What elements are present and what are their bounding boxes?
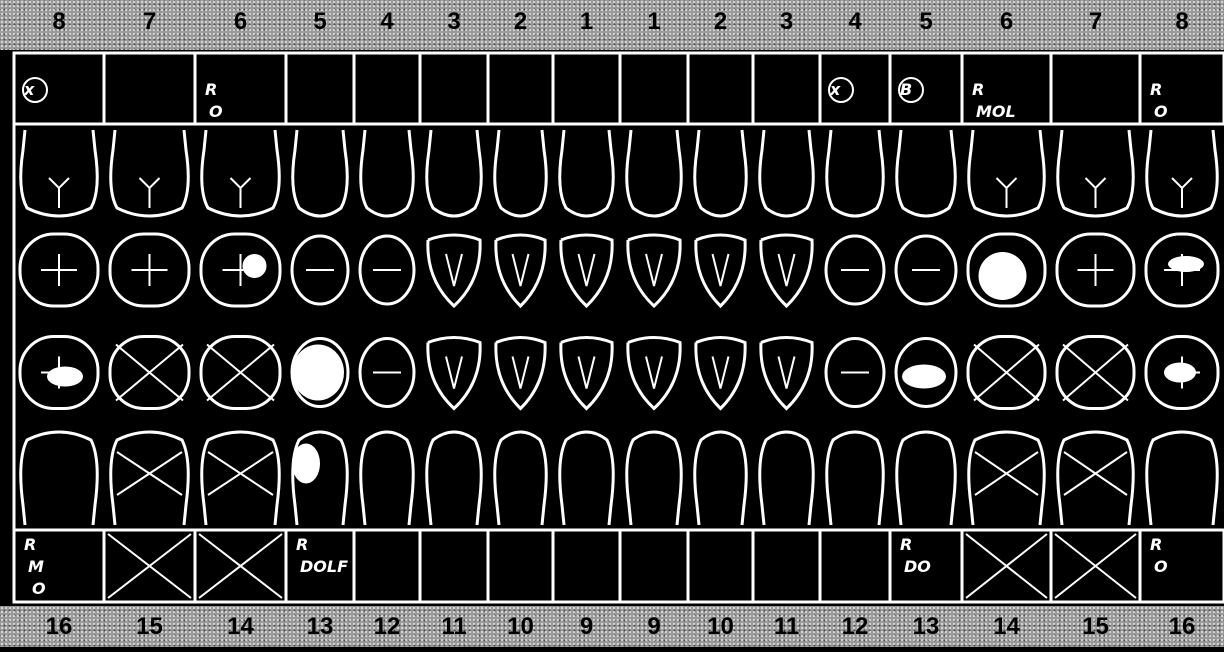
tooth-groove: [779, 254, 795, 286]
chart-note: R: [1150, 536, 1162, 554]
chart-note: DO: [904, 558, 931, 576]
tooth-outline: [627, 432, 682, 525]
tooth-outline: [427, 130, 482, 216]
tooth-groove: [579, 254, 595, 286]
tooth-groove: [231, 178, 251, 208]
tooth-outline: [428, 338, 480, 409]
tooth-outline: [696, 235, 745, 306]
chart-note: B: [900, 81, 912, 99]
tooth-outline: [496, 235, 545, 306]
tooth-outline: [293, 130, 348, 216]
chart-note: O: [32, 580, 46, 598]
extraction-cross: [974, 345, 1039, 401]
tooth-groove: [49, 178, 69, 208]
filling-mark: [243, 254, 267, 278]
chart-note: R: [1150, 81, 1162, 99]
tooth-groove: [132, 254, 168, 286]
tooth-outline: [628, 338, 680, 409]
tooth-groove: [1086, 178, 1106, 208]
tooth-outline: [427, 432, 482, 525]
tooth-groove: [713, 357, 729, 389]
chart-note: M: [28, 558, 44, 576]
tooth-outline: [969, 432, 1045, 525]
tooth-outline: [495, 432, 547, 525]
tooth-outline: [897, 432, 956, 525]
tooth-outline: [202, 432, 280, 525]
tooth-outline: [761, 338, 812, 409]
filling-mark: [1168, 256, 1204, 272]
tooth-outline: [695, 432, 747, 525]
tooth-outline: [495, 130, 547, 216]
tooth-outline: [361, 130, 414, 216]
chart-note: x: [830, 81, 840, 99]
filling-mark: [1164, 363, 1196, 383]
extraction-cross: [116, 345, 183, 401]
tooth-outline: [560, 432, 614, 525]
tooth-groove: [446, 357, 462, 389]
tooth-outline: [1147, 432, 1218, 525]
tooth-groove: [1078, 254, 1114, 286]
extraction-cross: [117, 452, 182, 495]
tooth-groove: [579, 357, 595, 389]
tooth-groove: [513, 254, 529, 286]
tooth-groove: [513, 357, 529, 389]
chart-note: O: [209, 103, 223, 121]
extraction-cross: [1063, 345, 1128, 401]
chart-note: MOL: [976, 103, 1016, 121]
tooth-outline: [21, 432, 98, 525]
tooth-outline: [428, 235, 480, 306]
chart-note: R: [205, 81, 217, 99]
chart-note: O: [1154, 558, 1168, 576]
filling-mark: [902, 365, 946, 389]
tooth-outline: [827, 130, 884, 216]
tooth-outline: [627, 130, 682, 216]
filling-mark: [979, 252, 1027, 300]
tooth-outline: [361, 432, 414, 525]
tooth-outline: [695, 130, 747, 216]
tooth-outline: [760, 432, 814, 525]
tooth-outline: [761, 235, 812, 306]
tooth-outline: [897, 130, 956, 216]
chart-note: DOLF: [300, 558, 348, 576]
tooth-outline: [111, 432, 189, 525]
extraction-cross: [207, 345, 274, 401]
extraction-cross: [975, 452, 1038, 495]
chart-note: R: [972, 81, 984, 99]
tooth-groove: [997, 178, 1017, 208]
tooth-groove: [41, 254, 77, 286]
chart-note: x: [24, 81, 34, 99]
filling-mark: [292, 345, 344, 401]
tooth-groove: [713, 254, 729, 286]
tooth-groove: [646, 254, 662, 286]
tooth-outline: [628, 235, 680, 306]
tooth-outline: [696, 338, 745, 409]
filling-mark: [47, 367, 83, 387]
tooth-groove: [779, 357, 795, 389]
tooth-groove: [1172, 178, 1192, 208]
tooth-groove: [646, 357, 662, 389]
filling-mark: [292, 444, 320, 484]
extraction-cross: [1064, 452, 1127, 495]
chart-note: O: [1154, 103, 1168, 121]
tooth-outline: [1058, 432, 1134, 525]
chart-note: R: [24, 536, 36, 554]
tooth-outline: [560, 130, 614, 216]
chart-note: R: [296, 536, 308, 554]
tooth-outline: [561, 235, 612, 306]
tooth-outline: [827, 432, 884, 525]
extraction-cross: [208, 452, 273, 495]
chart-note: R: [900, 536, 912, 554]
tooth-groove: [140, 178, 160, 208]
tooth-outline: [496, 338, 545, 409]
tooth-outline: [561, 338, 612, 409]
tooth-groove: [446, 254, 462, 286]
tooth-outline: [760, 130, 814, 216]
